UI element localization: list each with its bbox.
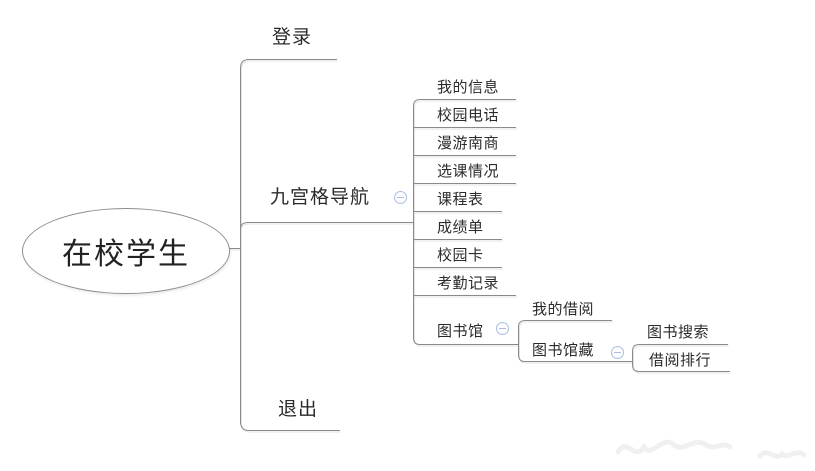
library-node[interactable]: 图书馆 <box>437 322 484 340</box>
watermark <box>615 439 807 459</box>
library-collection-node[interactable]: 图书馆藏 <box>532 341 595 359</box>
campus-phone-node[interactable]: 校园电话 <box>437 106 500 124</box>
class-schedule-node[interactable]: 课程表 <box>437 190 484 208</box>
minus-icon <box>499 328 506 329</box>
borrow-rank-node[interactable]: 借阅排行 <box>649 351 712 369</box>
collapse-icon-grid-nav[interactable] <box>394 191 407 204</box>
collapse-icon-library[interactable] <box>496 322 509 335</box>
minus-icon <box>397 197 404 198</box>
attendance-node[interactable]: 考勤记录 <box>437 274 500 292</box>
book-search-node[interactable]: 图书搜索 <box>647 323 710 341</box>
roam-nanshang-node[interactable]: 漫游南商 <box>437 134 500 152</box>
logout-node[interactable]: 退出 <box>278 398 319 420</box>
grid-nav-node[interactable]: 九宫格导航 <box>270 186 371 208</box>
course-selection-node[interactable]: 选课情况 <box>437 162 500 180</box>
transcript-node[interactable]: 成绩单 <box>437 218 484 236</box>
my-borrowing-node[interactable]: 我的借阅 <box>532 300 595 318</box>
collapse-icon-collection[interactable] <box>611 346 624 359</box>
my-info-node[interactable]: 我的信息 <box>437 78 500 96</box>
minus-icon <box>614 352 621 353</box>
campus-card-node[interactable]: 校园卡 <box>437 246 484 264</box>
login-node[interactable]: 登录 <box>272 26 313 48</box>
root-node[interactable]: 在校学生 <box>22 208 230 294</box>
